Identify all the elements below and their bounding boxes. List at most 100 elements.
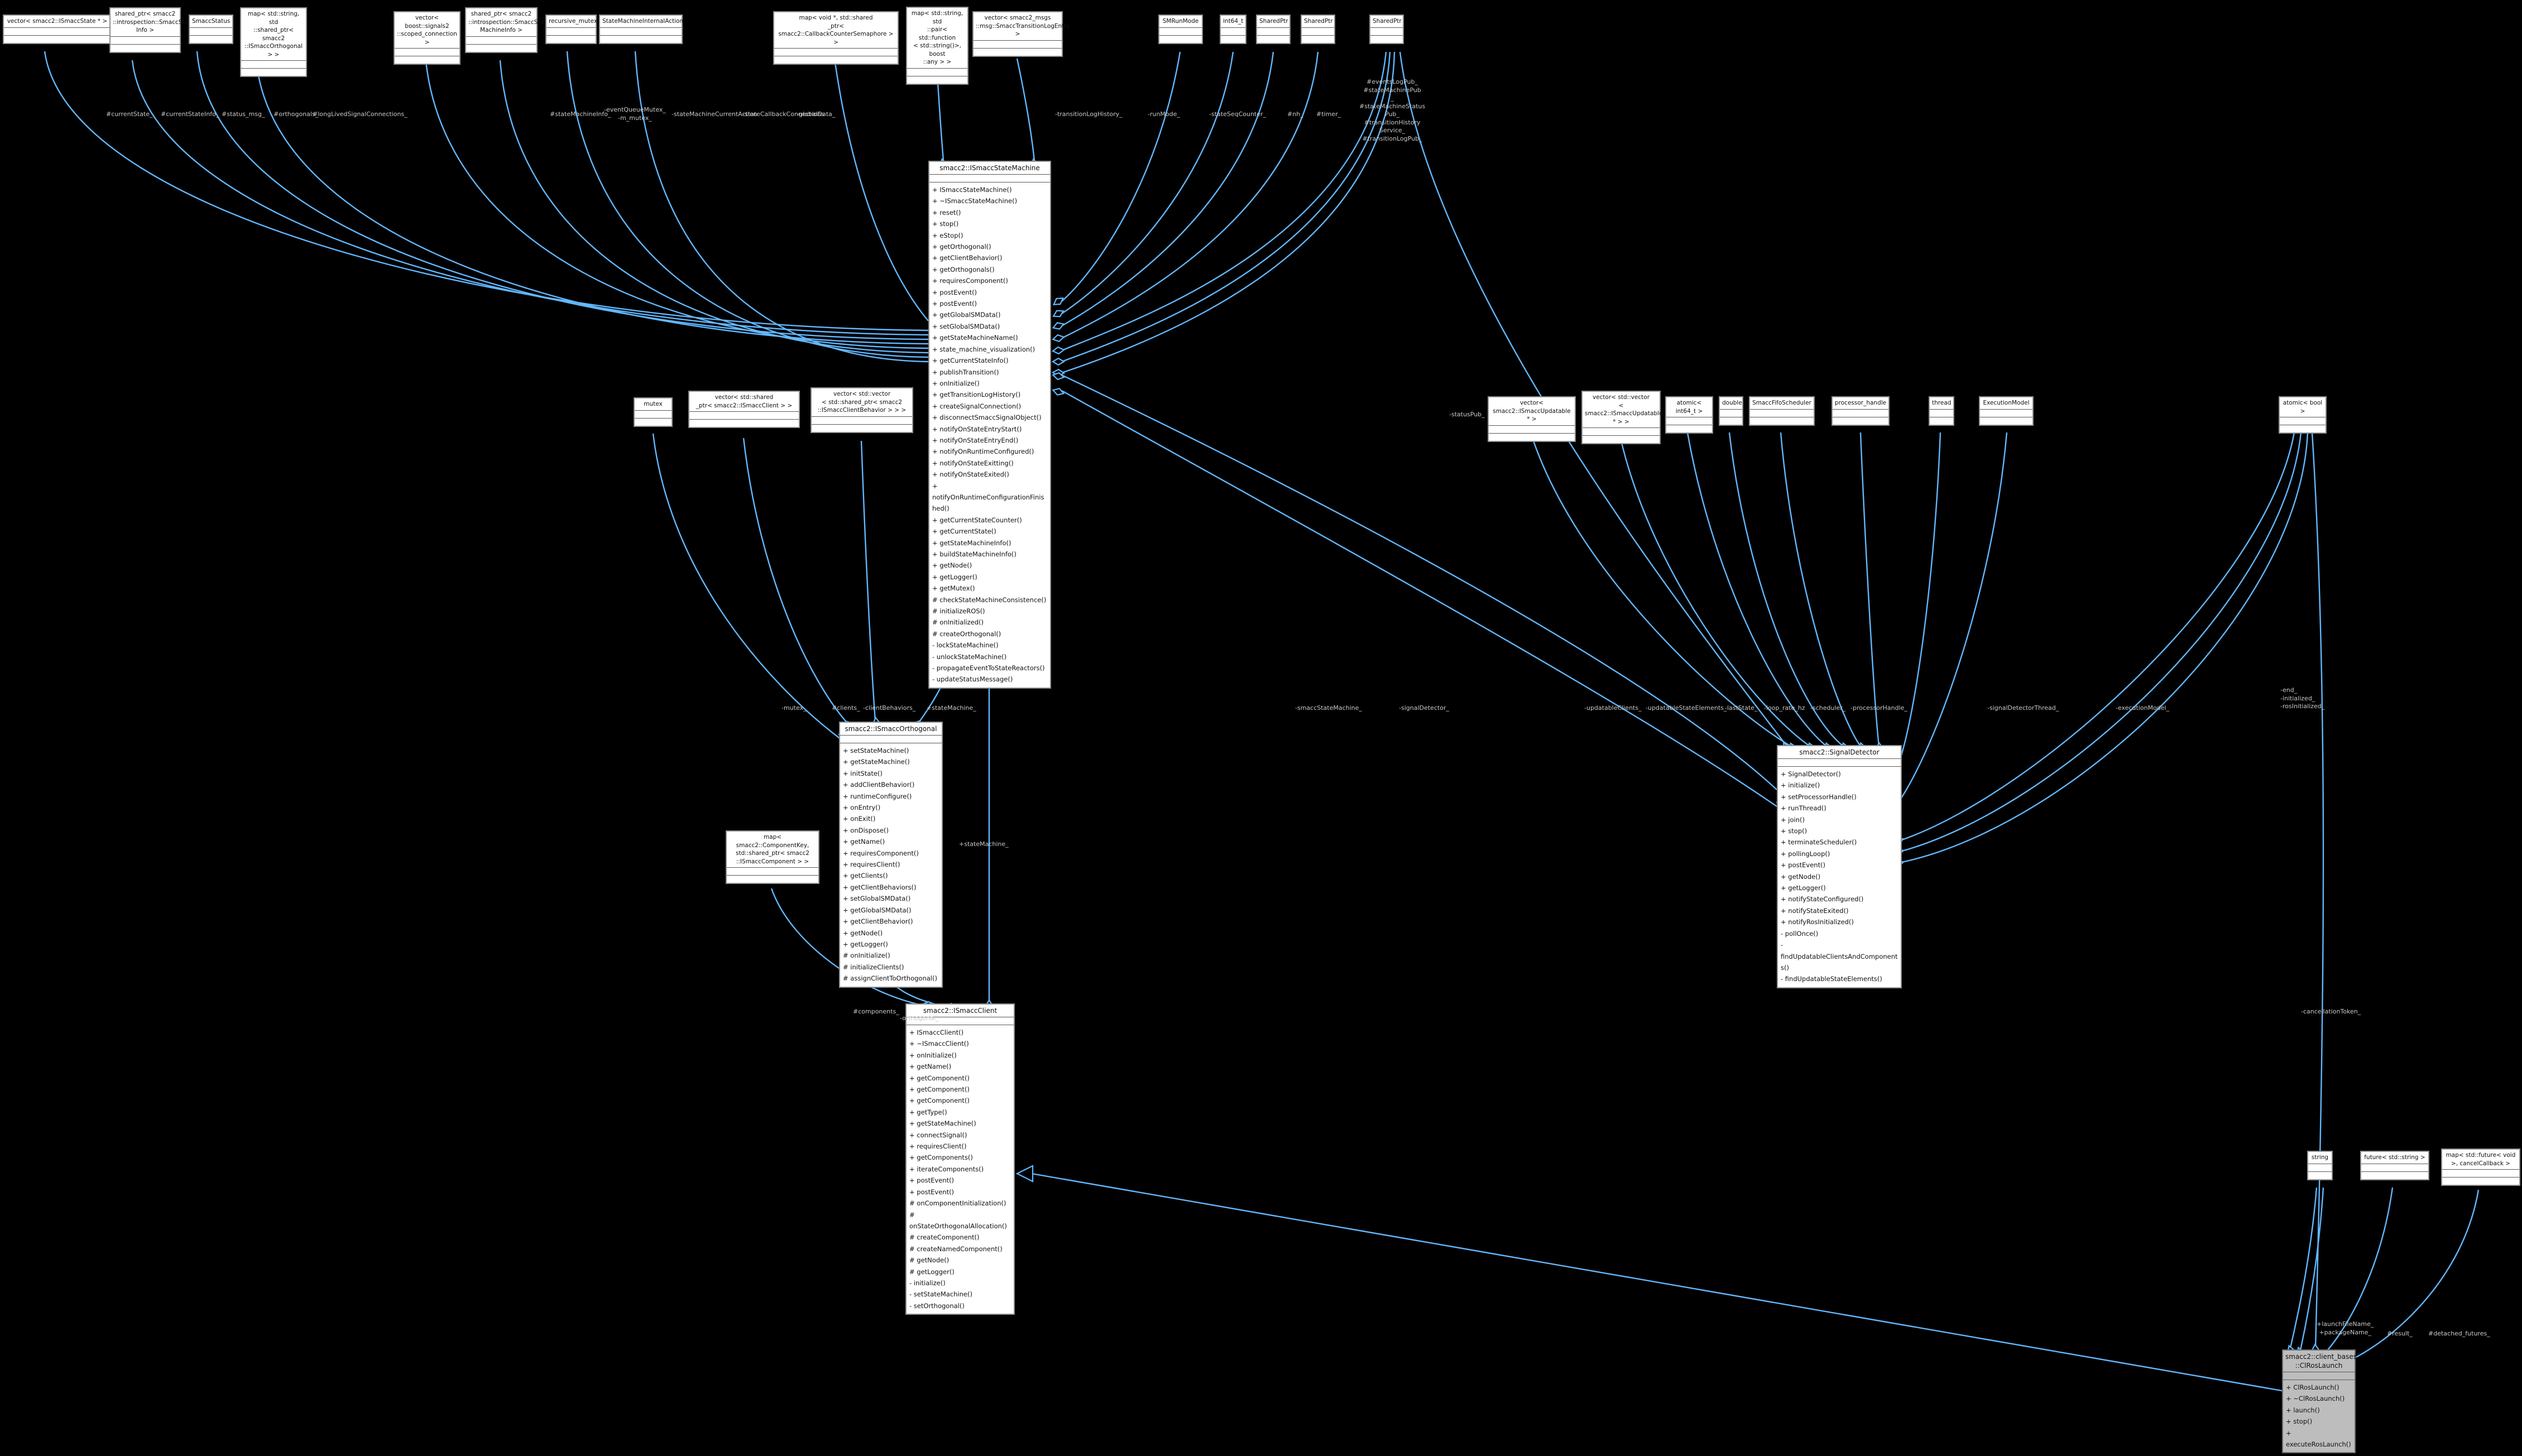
class-ismaccstatemachine-method: # createOrthogonal() bbox=[932, 630, 1001, 638]
member-edge-17 bbox=[1061, 51, 1396, 374]
type-mutex[interactable]: mutex bbox=[634, 397, 673, 427]
type-vector-ismaccclient-operations-compartment bbox=[689, 420, 799, 427]
type-map-boost-any[interactable]: map< std::string, std ::pair< std::funct… bbox=[906, 7, 968, 85]
type-sharedptr-statemachineinfo-operations-compartment bbox=[466, 45, 536, 52]
class-clroslaunch[interactable]: smacc2::client_bases ::ClRosLaunch+ ClRo… bbox=[2282, 1349, 2357, 1454]
type-executionmodel-title: ExecutionModel bbox=[1980, 397, 2032, 410]
type-vector-ismaccclient[interactable]: vector< std::shared _ptr< smacc2::ISmacc… bbox=[688, 391, 800, 428]
member-edge-14 bbox=[1061, 51, 1319, 339]
class-ismaccclient-method: # getLogger() bbox=[909, 1267, 955, 1276]
type-mutex-attributes-compartment bbox=[635, 411, 672, 419]
member-edge-34 bbox=[1859, 432, 1880, 747]
type-sharedptr-statemachineinfo[interactable]: shared_ptr< smacc2 ::introspection::Smac… bbox=[465, 7, 550, 53]
type-statemachineinternalaction[interactable]: StateMachineInternalAction bbox=[599, 15, 683, 44]
type-map-orthogonal-attributes-compartment bbox=[241, 61, 306, 69]
type-recursive-mutex[interactable]: recursive_mutex bbox=[545, 15, 597, 44]
type-processor-handle[interactable]: processor_handle bbox=[1831, 396, 1890, 426]
type-vector-scoped-connection[interactable]: vector< boost::signals2 ::scoped_connect… bbox=[394, 11, 461, 65]
type-sharedptr-smaccstateinfo[interactable]: shared_ptr< smacc2 ::introspection::Smac… bbox=[109, 7, 194, 53]
type-map-componentkey[interactable]: map< smacc2::ComponentKey, std::shared_p… bbox=[726, 830, 819, 884]
member-edge-33 bbox=[1780, 432, 1861, 747]
class-ismaccstatemachine[interactable]: smacc2::ISmaccStateMachine+ ISmaccStateM… bbox=[928, 161, 1051, 689]
aggregation-diamond-icon bbox=[1052, 334, 1065, 343]
lbl-nh: #nh_ bbox=[1287, 110, 1303, 118]
lbl-processorHandle: -processorHandle_ bbox=[1850, 704, 1907, 712]
lbl-eventQueueMutex: -eventQueueMutex_ -m_mutex_ bbox=[604, 106, 666, 122]
type-processor-handle-title: processor_handle bbox=[1833, 397, 1888, 410]
class-ismaccorthogonal[interactable]: smacc2::ISmaccOrthogonal+ setStateMachin… bbox=[839, 722, 943, 988]
type-map-future-cancelcallback[interactable]: map< std::future< void >, cancelCallback… bbox=[2441, 1149, 2520, 1186]
class-ismaccclient[interactable]: smacc2::ISmaccClient+ ISmaccClient()+ ~I… bbox=[905, 1003, 1015, 1315]
type-sharedptr-3-attributes-compartment bbox=[1370, 28, 1403, 36]
member-edge-37 bbox=[1901, 432, 2295, 841]
type-vector-clientbehavior-attributes-compartment bbox=[812, 417, 912, 425]
class-ismaccstatemachine-method: + notifyOnStateExitting() bbox=[932, 459, 1014, 467]
lbl-stateMachine-client: +stateMachine_ bbox=[959, 840, 1009, 848]
class-ismaccstatemachine-method: + publishTransition() bbox=[932, 368, 999, 376]
type-map-componentkey-attributes-compartment bbox=[727, 868, 818, 876]
member-edge-16 bbox=[1061, 51, 1391, 363]
type-sharedptr-2[interactable]: SharedPtr bbox=[1301, 15, 1335, 44]
type-string-operations-compartment bbox=[2308, 1172, 2332, 1179]
type-map-callbackcountersemaphore[interactable]: map< void *, std::shared _ptr< smacc2::C… bbox=[773, 11, 899, 65]
type-smrunmode-title: SMRunMode bbox=[1159, 16, 1202, 28]
class-ismaccorthogonal-method: + getClientBehavior() bbox=[843, 917, 913, 926]
class-ismaccorthogonal-method: + getLogger() bbox=[843, 940, 888, 948]
type-vector-scoped-connection-title: vector< boost::signals2 ::scoped_connect… bbox=[395, 12, 459, 49]
type-smaccstatus-attributes-compartment bbox=[190, 28, 232, 36]
class-ismaccstatemachine-method: + getCurrentState() bbox=[932, 527, 996, 536]
class-signaldetector[interactable]: smacc2::SignalDetector+ SignalDetector()… bbox=[1777, 745, 1902, 988]
inheritance-arrow-icon bbox=[1015, 1165, 1034, 1183]
class-clroslaunch-method: + executeRosLaunch() bbox=[2286, 1429, 2351, 1449]
type-double-operations-compartment bbox=[1720, 417, 1742, 425]
type-atomic-int64[interactable]: atomic< int64_t > bbox=[1665, 396, 1713, 434]
member-edge-36 bbox=[1900, 432, 2008, 799]
lbl-components: #components_ bbox=[853, 1008, 899, 1015]
type-smrunmode[interactable]: SMRunMode bbox=[1158, 15, 1203, 44]
class-ismaccclient-method: - setOrthogonal() bbox=[909, 1301, 965, 1310]
type-sharedptr-3[interactable]: SharedPtr bbox=[1369, 15, 1404, 44]
member-edge-40 bbox=[2311, 432, 2324, 1350]
type-vector-clientbehavior[interactable]: vector< std::vector < std::shared_ptr< s… bbox=[811, 387, 913, 433]
class-ismaccstatemachine-method: + notifyOnStateEntryStart() bbox=[932, 425, 1022, 433]
type-vector-clientbehavior-operations-compartment bbox=[812, 425, 912, 432]
type-double[interactable]: double bbox=[1719, 396, 1743, 426]
class-signaldetector-method: + runThread() bbox=[1781, 804, 1826, 813]
class-ismaccstatemachine-method: + postEvent() bbox=[932, 288, 977, 296]
type-vector-updatable-operations-compartment bbox=[1489, 434, 1575, 441]
class-ismaccclient-method: + postEvent() bbox=[909, 1188, 955, 1196]
type-recursive-mutex-operations-compartment bbox=[546, 36, 596, 43]
class-ismaccstatemachine-method: + getStateMachineName() bbox=[932, 334, 1018, 342]
lbl-signalDetectorThread: -signalDetectorThread_ bbox=[1987, 704, 2059, 712]
type-recursive-mutex-title: recursive_mutex bbox=[546, 16, 597, 28]
type-vector-ismaccclient-attributes-compartment bbox=[689, 412, 799, 420]
type-map-future-cancelcallback-operations-compartment bbox=[2442, 1178, 2519, 1185]
type-thread[interactable]: thread bbox=[1929, 396, 1954, 426]
type-future-string[interactable]: future< std::string > bbox=[2360, 1151, 2429, 1180]
type-sharedptr-1[interactable]: SharedPtr bbox=[1256, 15, 1291, 44]
type-string[interactable]: string bbox=[2307, 1151, 2333, 1180]
class-ismaccstatemachine-method: + getLogger() bbox=[932, 573, 977, 581]
type-int64[interactable]: int64_t bbox=[1220, 15, 1246, 44]
type-smaccstatus[interactable]: SmaccStatus bbox=[189, 15, 233, 44]
class-ismaccstatemachine-method: + postEvent() bbox=[932, 300, 977, 308]
type-map-callbackcountersemaphore-title: map< void *, std::shared _ptr< smacc2::C… bbox=[774, 12, 898, 49]
type-statemachineinternalaction-title: StateMachineInternalAction bbox=[600, 16, 683, 28]
type-atomic-bool[interactable]: atomic< bool > bbox=[2279, 396, 2327, 434]
class-ismaccstatemachine-method: + createSignalConnection() bbox=[932, 402, 1022, 410]
member-edge-6 bbox=[566, 51, 929, 358]
type-vector-ismaccstate[interactable]: vector< smacc2::ISmaccState * > bbox=[3, 15, 112, 44]
type-vector-transitionlogentry[interactable]: vector< smacc2_msgs ::msg::SmaccTransiti… bbox=[972, 11, 1070, 57]
type-map-orthogonal[interactable]: map< std::string, std ::shared_ptr< smac… bbox=[240, 7, 307, 77]
lbl-stateMachineInfo: #stateMachineInfo_ bbox=[550, 110, 611, 118]
class-ismaccstatemachine-method: + getMutex() bbox=[932, 584, 975, 593]
type-smaccfifoscheduler[interactable]: SmaccFifoScheduler bbox=[1749, 396, 1815, 426]
class-ismaccstatemachine-method: + getStateMachineInfo() bbox=[932, 539, 1011, 547]
class-signaldetector-title: smacc2::SignalDetector bbox=[1778, 746, 1901, 759]
type-vector-updatable[interactable]: vector< smacc2::ISmaccUpdatable * > bbox=[1488, 396, 1576, 442]
type-executionmodel[interactable]: ExecutionModel bbox=[1979, 396, 2034, 426]
class-ismaccorthogonal-method: + addClientBehavior() bbox=[843, 781, 915, 789]
type-vector-updatable-title: vector< smacc2::ISmaccUpdatable * > bbox=[1489, 397, 1575, 426]
type-vector-vector-updatable[interactable]: vector< std::vector < smacc2::ISmaccUpda… bbox=[1581, 391, 1662, 444]
